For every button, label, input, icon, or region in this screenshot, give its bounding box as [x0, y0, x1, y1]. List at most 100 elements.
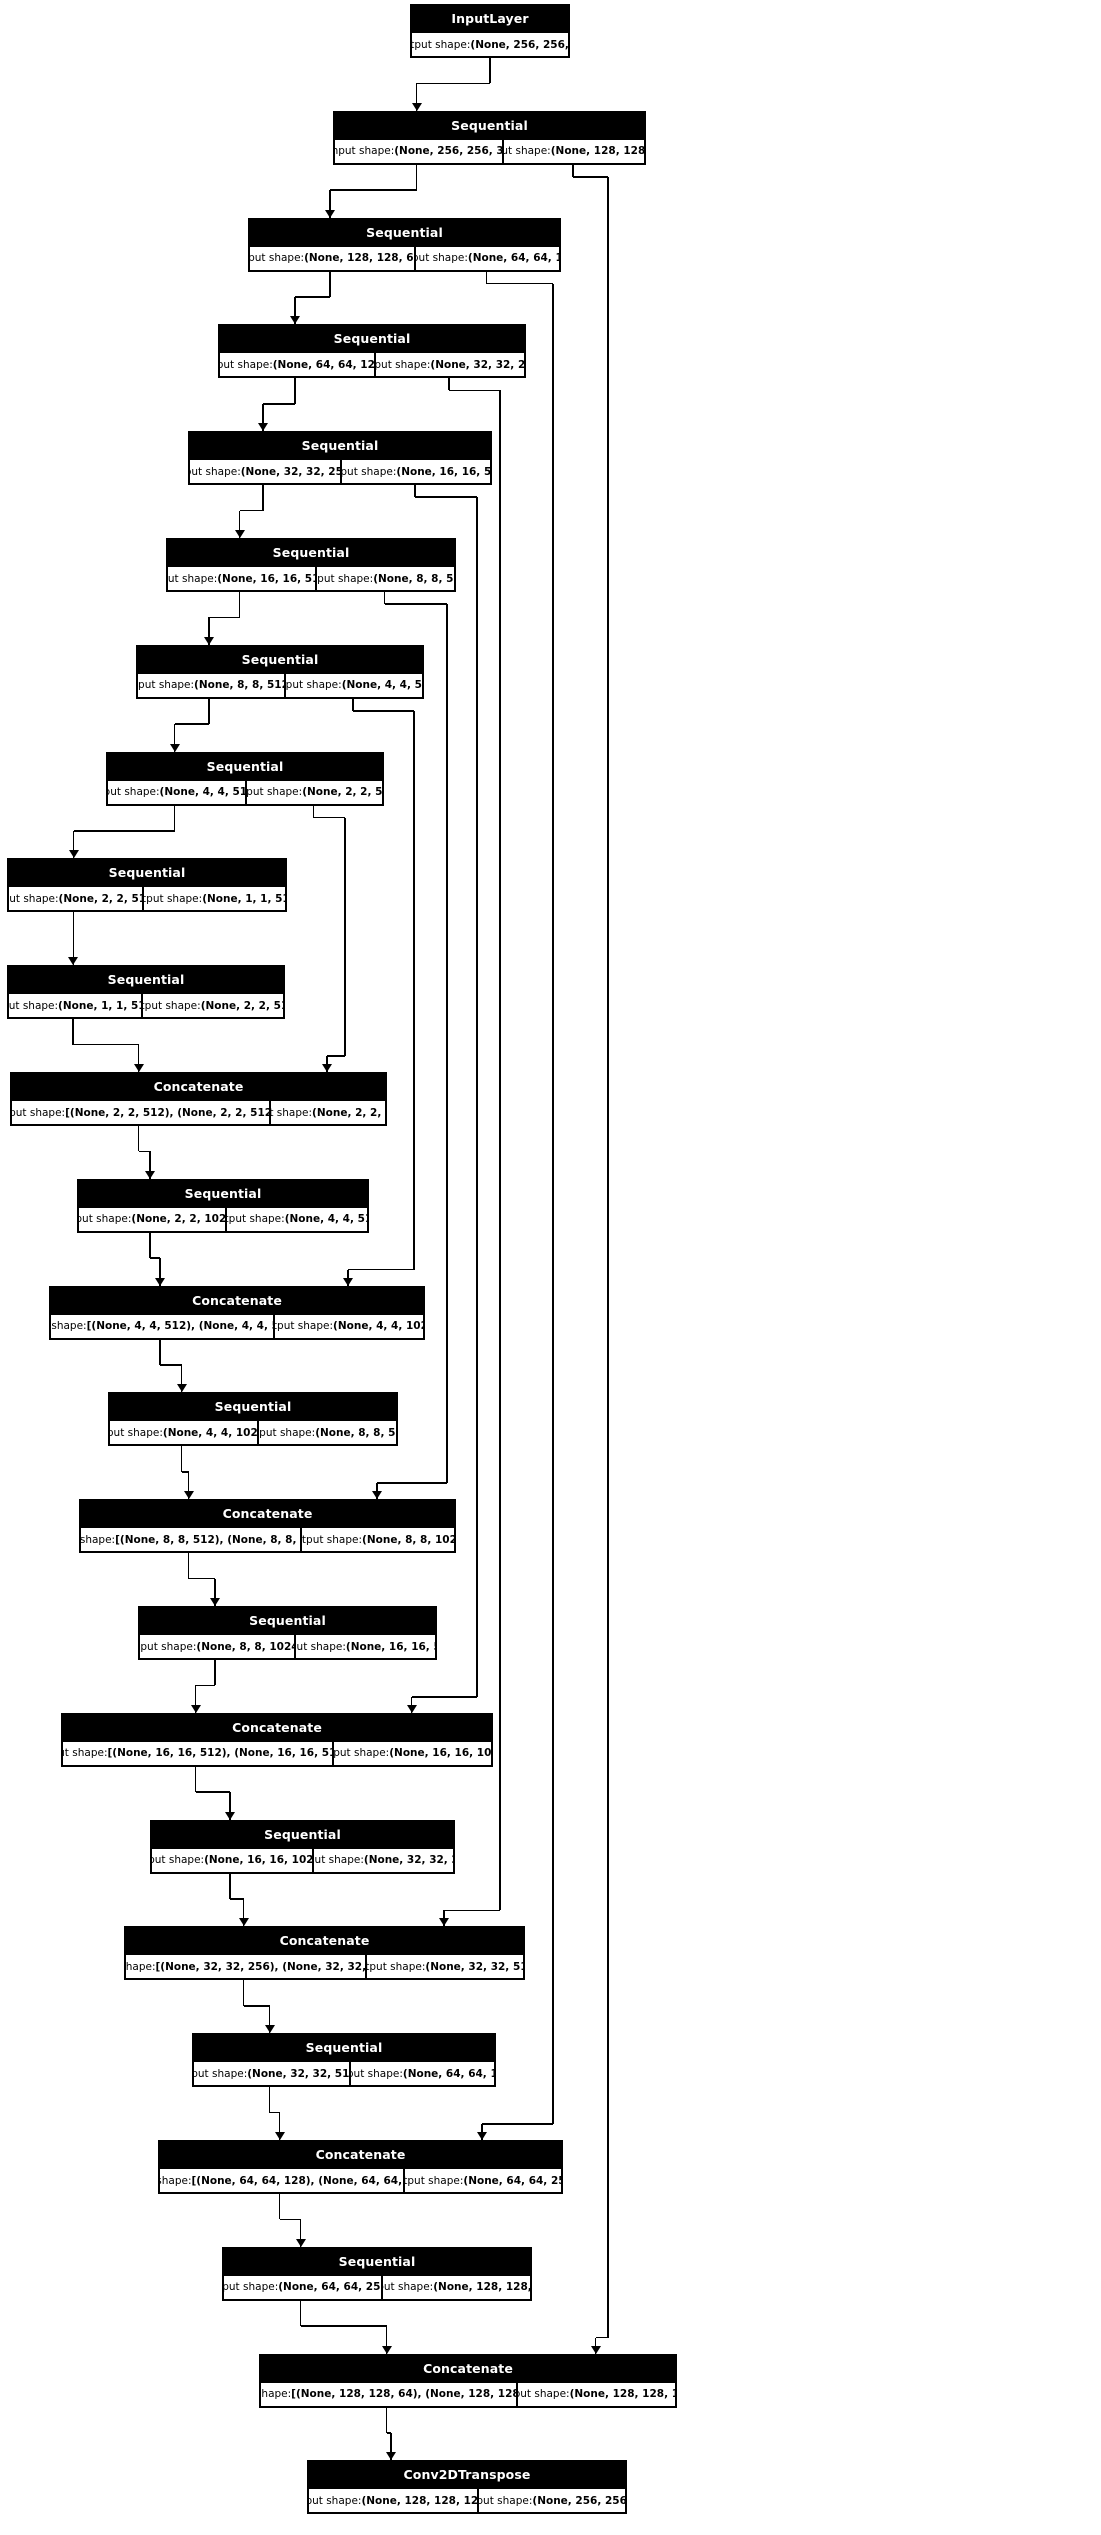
edge-down_7-to-down_8 — [73, 830, 175, 832]
node-concat_2[interactable]: ConcatenateInput shape: [(None, 4, 4, 51… — [49, 1285, 425, 1340]
edge-down_6-to-down_7-arrowhead — [169, 743, 180, 752]
node-input-shape: Input shape: (None, 1, 1, 512) — [9, 993, 141, 1017]
edge-up_4-to-concat_4 — [214, 1658, 216, 1686]
node-output-shape: Output shape: (None, 128, 128, 64) — [381, 2274, 530, 2299]
edge-up_7-to-concat_7-arrowhead — [381, 2345, 392, 2354]
edge-up_5-to-concat_5-arrowhead — [238, 1918, 249, 1927]
node-concat_5[interactable]: ConcatenateInput shape: [(None, 32, 32, … — [124, 1926, 525, 1981]
node-input-shape: Input shape: (None, 8, 8, 512) — [138, 672, 284, 697]
edge-concat_4-to-up_5-arrowhead — [225, 1811, 235, 1820]
node-shapes: Input shape: (None, 128, 128, 128)Output… — [309, 2488, 625, 2513]
edge-down_2-to-down_3 — [329, 269, 331, 297]
node-concat_6[interactable]: ConcatenateInput shape: [(None, 64, 64, … — [158, 2140, 563, 2194]
edge-concat_6-to-up_7-arrowhead — [295, 2238, 306, 2247]
skip-down_6-to-concat_2 — [353, 710, 414, 712]
node-shapes: Input shape: (None, 2, 2, 512)Output sha… — [9, 886, 285, 911]
edge-down_3-to-down_4 — [294, 376, 296, 404]
node-output-shape: Output shape: (None, 8, 8, 1024) — [300, 1527, 454, 1552]
edge-down_1-to-down_2 — [329, 190, 331, 218]
node-input-shape: Input shape: (None, 4, 4, 512) — [108, 779, 245, 804]
skip-down_5-to-concat_3 — [377, 1482, 447, 1484]
skip-down_5-to-concat_3 — [446, 604, 448, 1484]
edge-down_4-to-down_5 — [239, 509, 263, 512]
edge-down_8-to-up_1 — [72, 910, 75, 966]
node-input-shape: Input shape: [(None, 8, 8, 512), (None, … — [81, 1527, 300, 1551]
edge-down_4-to-down_5 — [238, 510, 241, 538]
skip-down_7-to-concat_1-arrowhead — [322, 1064, 332, 1072]
node-concat_7[interactable]: ConcatenateInput shape: [(None, 128, 128… — [259, 2353, 677, 2408]
edge-concat_7-to-output_layer — [386, 2432, 391, 2434]
edge-up_4-to-concat_4 — [195, 1684, 215, 1687]
edge-concat_5-to-up_6 — [242, 1978, 245, 2006]
node-title: Sequential — [140, 1608, 435, 1634]
node-concat_1[interactable]: ConcatenateInput shape: [(None, 2, 2, 51… — [10, 1072, 387, 1126]
node-input-shape: Input shape: (None, 16, 16, 1024) — [152, 1847, 312, 1872]
node-title: Sequential — [138, 646, 422, 673]
edge-up_2-to-concat_2 — [150, 1257, 160, 1259]
node-shapes: Input shape: (None, 16, 16, 512)Output s… — [168, 566, 454, 590]
edge-up_3-to-concat_3 — [187, 1471, 190, 1500]
edge-up_1-to-concat_1 — [137, 1044, 140, 1072]
skip-down_4-to-concat_4 — [415, 496, 477, 498]
node-output-shape: Output shape: (None, 2, 2, 1024) — [269, 1100, 385, 1124]
edge-down_3-to-down_4 — [262, 403, 264, 432]
edge-up_3-to-concat_3 — [180, 1444, 183, 1472]
node-input_layer[interactable]: InputLayerOutput shape: (None, 256, 256,… — [410, 4, 570, 58]
edge-up_6-to-concat_6 — [268, 2085, 271, 2113]
node-input-shape: Input shape: [(None, 16, 16, 512), (None… — [63, 1740, 332, 1765]
node-output_layer[interactable]: Conv2DTransposeInput shape: (None, 128, … — [307, 2460, 627, 2515]
node-concat_3[interactable]: ConcatenateInput shape: [(None, 8, 8, 51… — [79, 1499, 456, 1554]
edge-down_5-to-down_6-arrowhead — [204, 636, 214, 645]
edge-up_6-to-concat_6 — [278, 2112, 281, 2140]
edge-up_3-to-concat_3 — [181, 1471, 189, 1473]
node-input-shape: Input shape: [(None, 128, 128, 64), (Non… — [261, 2381, 516, 2406]
skip-down_3-to-concat_5 — [449, 389, 500, 392]
edge-down_5-to-down_6 — [238, 590, 241, 618]
edge-concat_7-to-output_layer — [385, 2405, 388, 2433]
edge-up_4-to-concat_4 — [194, 1685, 197, 1713]
skip-down_4-to-concat_4 — [476, 497, 478, 1697]
skip-down_6-to-concat_2 — [352, 696, 354, 711]
skip-down_6-to-concat_2 — [413, 710, 415, 1270]
skip-down_5-to-concat_3 — [383, 590, 386, 604]
skip-down_1-to-concat_7 — [607, 176, 609, 2338]
node-input-shape: Input shape: (None, 128, 128, 128) — [309, 2488, 477, 2512]
node-output-shape: Output shape: (None, 8, 8, 512) — [257, 1420, 396, 1445]
edge-input_layer-to-down_1 — [416, 82, 490, 85]
node-title: Sequential — [108, 753, 382, 780]
node-title: InputLayer — [412, 6, 568, 32]
edge-up_6-to-concat_6-arrowhead — [274, 2132, 285, 2140]
node-title: Sequential — [152, 1821, 453, 1848]
node-shapes: Input shape: (None, 2, 2, 1024)Output sh… — [79, 1206, 367, 1231]
skip-down_4-to-concat_4-arrowhead — [406, 1704, 417, 1713]
edge-up_7-to-concat_7 — [299, 2298, 302, 2327]
edge-concat_1-to-up_2 — [137, 1124, 140, 1152]
node-concat_4[interactable]: ConcatenateInput shape: [(None, 16, 16, … — [61, 1712, 493, 1767]
edge-up_5-to-concat_5 — [230, 1898, 244, 1900]
node-shapes: Input shape: (None, 64, 64, 128)Output s… — [220, 352, 524, 377]
edge-concat_7-to-output_layer — [390, 2433, 392, 2461]
edge-up_3-to-concat_3-arrowhead — [183, 1491, 194, 1500]
edge-concat_4-to-up_5 — [194, 1764, 197, 1793]
edge-concat_1-to-up_2-arrowhead — [145, 1170, 155, 1179]
edge-input_layer-to-down_1 — [415, 83, 418, 111]
edge-concat_6-to-up_7 — [299, 2219, 302, 2247]
node-title: Sequential — [190, 433, 490, 460]
edge-up_1-to-concat_1 — [72, 1017, 74, 1045]
